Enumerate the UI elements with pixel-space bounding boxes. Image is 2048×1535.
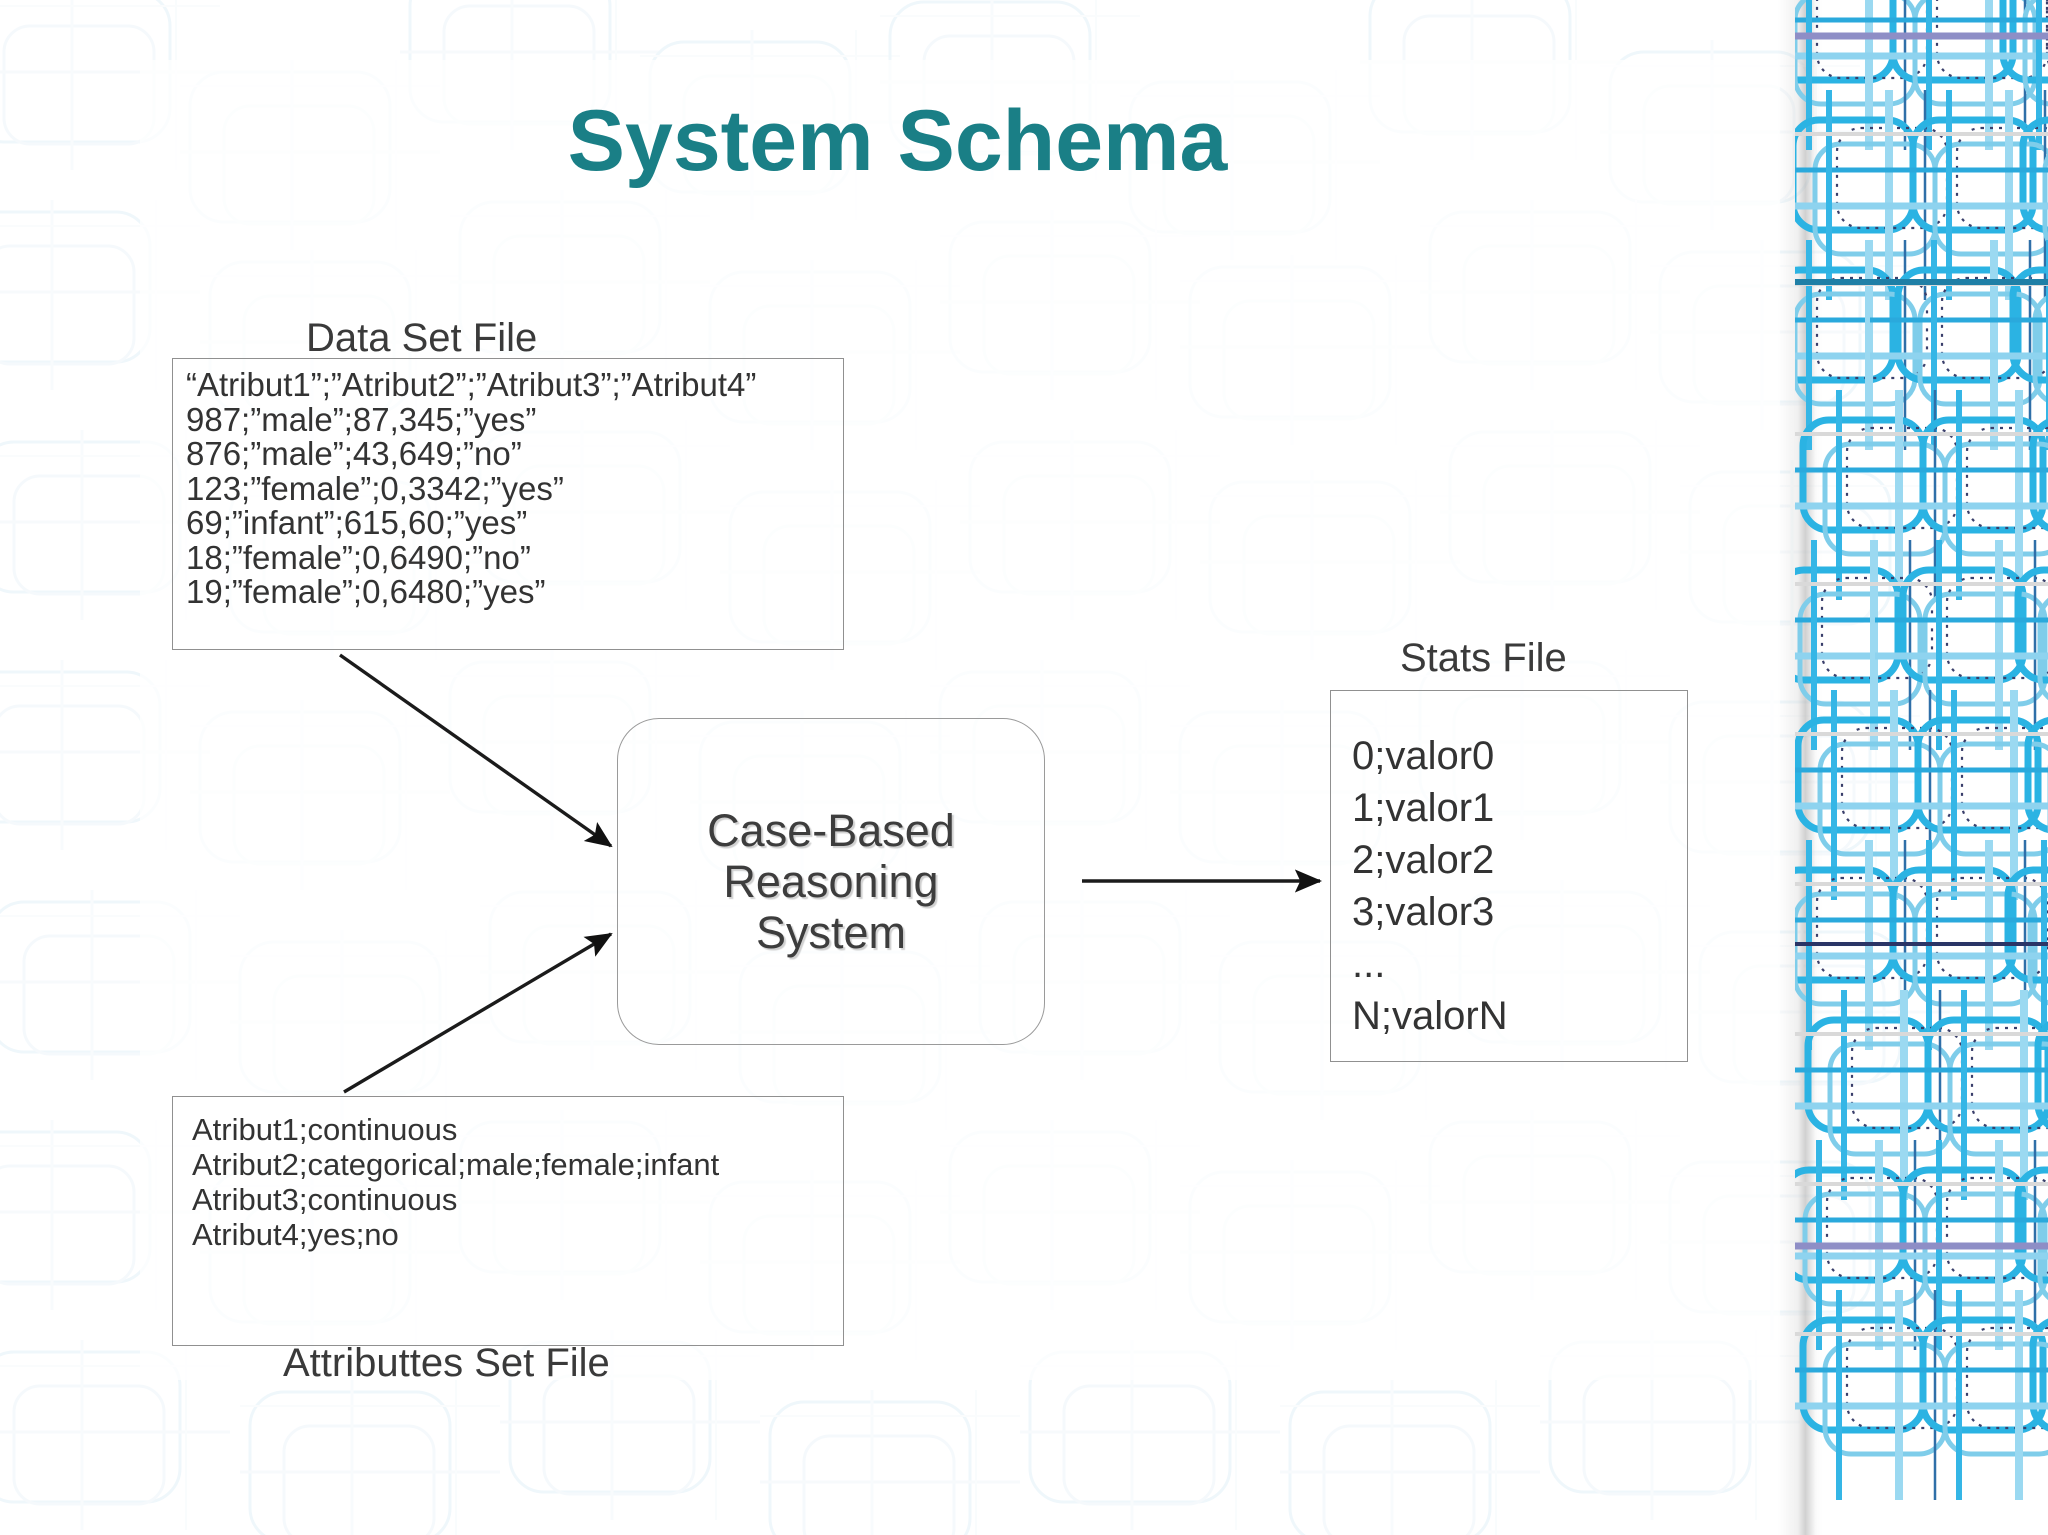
page-title: System Schema — [567, 93, 1228, 189]
case-based-reasoning-system-node: Case-Based Reasoning System — [617, 718, 1045, 1045]
right-circuit-band — [1795, 0, 2048, 1535]
case-based-reasoning-system-label: Case-Based Reasoning System — [707, 805, 955, 958]
data-set-file-caption: Data Set File — [306, 316, 538, 360]
attributes-set-file-caption: Attributtes Set File — [283, 1341, 610, 1385]
stats-file-content: 0;valor0 1;valor1 2;valor2 3;valor3 ... … — [1352, 734, 1508, 1038]
data-set-file-box — [172, 358, 844, 650]
stats-file-caption: Stats File — [1400, 636, 1567, 680]
data-set-file-content: “Atribut1”;”Atribut2”;”Atribut3”;”Atribu… — [186, 366, 757, 610]
attributes-set-file-box — [172, 1096, 844, 1346]
stats-file-box — [1330, 690, 1688, 1062]
attributes-set-file-content: Atribut1;continuous Atribut2;categorical… — [192, 1112, 720, 1252]
